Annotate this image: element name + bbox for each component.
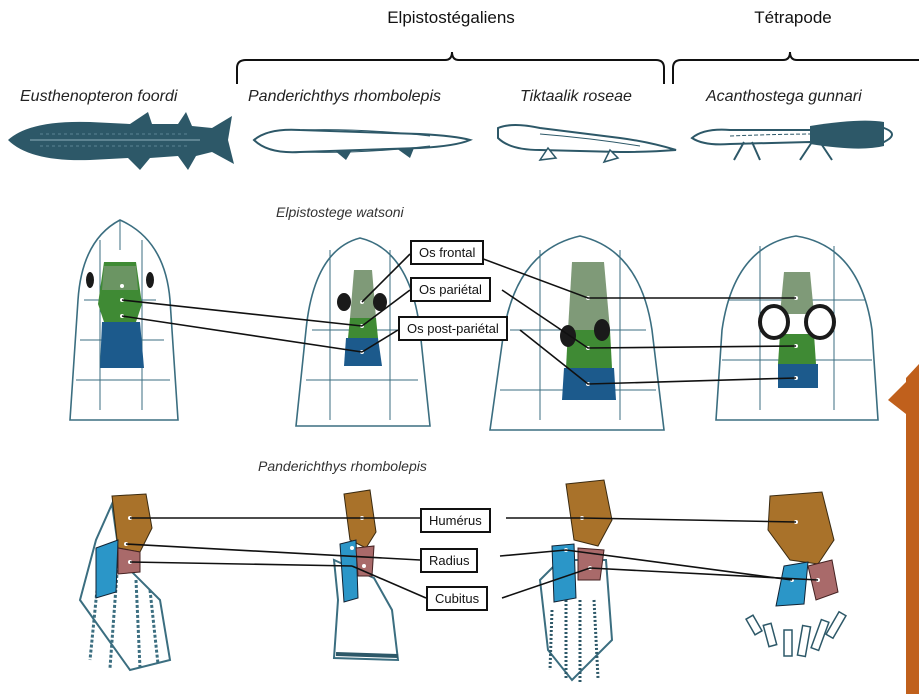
- limb-row-caption: Panderichthys rhombolepis: [258, 458, 427, 474]
- skull-eusthenopteron: [70, 220, 178, 420]
- label-radius: Radius: [420, 548, 478, 573]
- group-header-elpistostegaliens: Elpistostégaliens: [376, 8, 526, 28]
- label-humerus: Humérus: [420, 508, 491, 533]
- label-os-frontal: Os frontal: [410, 240, 484, 265]
- group-header-tetrapode: Tétrapode: [748, 8, 838, 28]
- acanthostega-silhouette: [692, 121, 892, 160]
- species-tiktaalik: Tiktaalik roseae: [520, 88, 632, 106]
- eusthenopteron-silhouette: [8, 112, 234, 170]
- label-os-post-parietal: Os post-pariétal: [398, 316, 508, 341]
- limb-eusthenopteron: [80, 494, 170, 670]
- bracket-elpistostegaliens: [237, 52, 664, 84]
- label-cubitus: Cubitus: [426, 586, 488, 611]
- label-os-parietal: Os pariétal: [410, 277, 491, 302]
- limb-panderichthys: [334, 490, 398, 660]
- skull-tiktaalik: [490, 236, 664, 430]
- panderichthys-silhouette: [254, 130, 470, 160]
- skull-acanthostega: [716, 236, 878, 420]
- bracket-tetrapode: [673, 52, 919, 84]
- species-panderichthys: Panderichthys rhombolepis: [248, 88, 441, 106]
- skull-row-caption: Elpistostege watsoni: [276, 204, 404, 220]
- limb-acanthostega: [746, 492, 846, 656]
- species-acanthostega: Acanthostega gunnari: [706, 88, 862, 106]
- species-eusthenopteron: Eusthenopteron foordi: [20, 88, 177, 106]
- accent-arrow: [888, 364, 919, 694]
- tiktaalik-silhouette: [498, 125, 676, 162]
